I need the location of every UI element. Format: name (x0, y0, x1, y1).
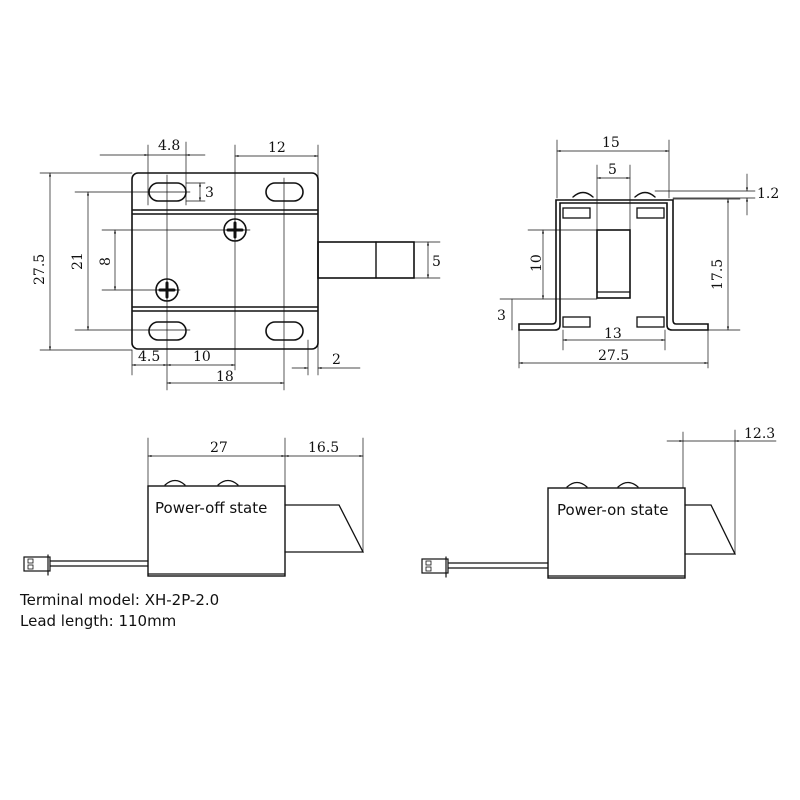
dim-slot-width: 4.8 (158, 138, 180, 154)
dim-end-plunger-width: 5 (608, 162, 617, 178)
mount-slot (148, 321, 187, 341)
dim-slot-spacing: 21 (70, 252, 86, 270)
terminal-model-note: Terminal model: XH-2P-2.0 (20, 591, 220, 609)
dim-plunger-width: 5 (432, 254, 441, 270)
mount-slot (265, 321, 304, 341)
dim-overall-height: 27.5 (32, 254, 48, 285)
bracket (518, 199, 709, 331)
end-view: 15 5 1.2 10 17.5 3 13 27.5 (497, 135, 779, 369)
dim-on-extension: 12.3 (744, 426, 775, 442)
dim-hole-to-edge: 12 (268, 140, 286, 156)
mount-slot (265, 182, 304, 202)
power-on-view: 12.3 Power-on state (421, 426, 777, 579)
dim-height: 17.5 (710, 259, 726, 290)
dim-slot-pitch: 18 (216, 369, 234, 385)
dim-base-width: 27.5 (598, 348, 629, 364)
dim-screw-spacing: 8 (98, 257, 114, 266)
dim-left-offset: 4.5 (138, 349, 160, 365)
top-view: 4.8 12 3 27.5 21 8 5 4.5 10 18 2 (32, 138, 441, 391)
dim-body-width: 15 (602, 135, 620, 151)
plunger-end (596, 229, 631, 299)
dim-slot-height: 3 (205, 185, 214, 201)
power-on-label: Power-on state (557, 501, 669, 519)
connector-icon (421, 558, 449, 574)
dim-flange-height: 3 (497, 308, 506, 324)
wire-lead (421, 556, 549, 578)
wire-lead (23, 554, 149, 576)
connector-icon (23, 556, 51, 572)
dim-off-extension: 16.5 (308, 440, 339, 456)
plunger-retracted (684, 504, 737, 555)
power-off-view: 27 16.5 Power-off state (23, 437, 365, 577)
dim-inner-width: 13 (604, 326, 622, 342)
plunger (317, 241, 415, 279)
power-off-label: Power-off state (155, 499, 267, 517)
dim-screw-offset: 10 (193, 349, 211, 365)
dim-screw-head: 1.2 (757, 186, 779, 202)
dim-body-length: 27 (210, 440, 228, 456)
dim-edge-gap: 2 (332, 352, 341, 368)
plunger-extended (284, 504, 365, 553)
dim-plunger-height: 10 (529, 254, 545, 272)
lead-length-note: Lead length: 110mm (20, 612, 177, 630)
